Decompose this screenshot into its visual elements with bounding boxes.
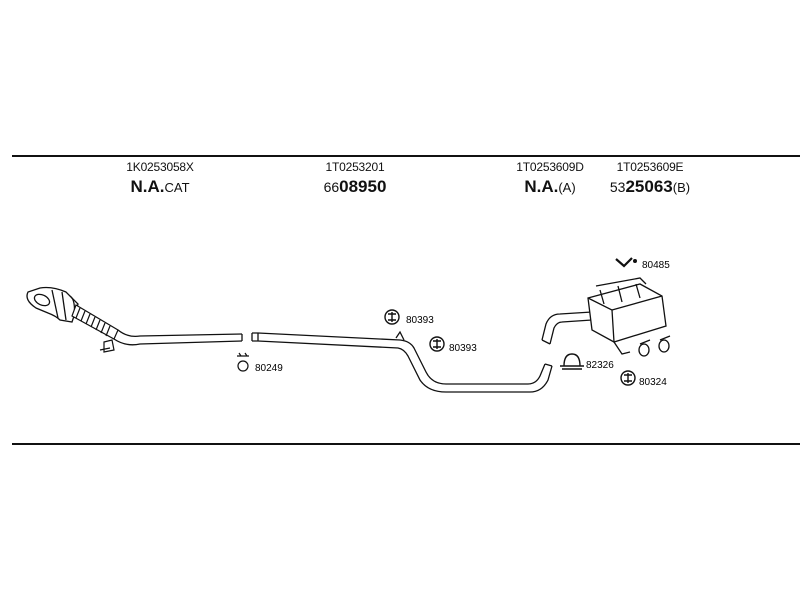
order-main: 25063 [625,177,673,196]
bracket-icon [99,339,115,353]
order-number: 5325063(B) [590,177,710,198]
order-main: N.A. [130,177,165,196]
middle-pipe [251,330,553,393]
column-catalytic-converter: 1K0253058X N.A.CAT [100,160,220,198]
column-rear-muffler-a: 1T0253609D N.A.(A) [490,160,610,198]
order-prefix: 53 [609,179,626,195]
callout-80485-label: 80485 [642,260,670,271]
flex-pipe-icon [71,304,119,340]
order-number: N.A.(A) [490,177,610,198]
order-main: 08950 [339,177,387,196]
callout-80249-label: 80249 [255,363,283,374]
order-prefix: 66 [323,179,340,195]
callout-80393-label-a: 80393 [406,315,434,326]
order-main: N.A. [524,177,559,196]
rubber-mount-80393-icon [384,309,400,325]
order-suffix: (A) [558,180,576,195]
callout-82326-label: 82326 [586,360,614,371]
front-pipe [113,329,243,346]
clamp-82326-icon [560,353,584,370]
part-number: 1K0253058X [126,160,194,174]
part-number: 1T0253201 [325,160,385,174]
callout-80393-label-b: 80393 [449,343,477,354]
callout-80324-label: 80324 [639,377,667,388]
catalytic-converter-icon [26,286,79,323]
column-middle-pipe: 1T0253201 6608950 [295,160,415,198]
rear-inlet-pipe [541,311,593,345]
rubber-mount-80324-icon [620,370,636,386]
part-number: 1T0253609D [516,160,584,174]
hanger-80485-icon [615,257,637,268]
mounting-ring-80249-icon [237,352,249,372]
rear-muffler-icon [587,277,671,357]
order-suffix: CAT [164,180,190,195]
order-suffix: (B) [672,180,691,195]
bottom-divider [12,443,800,445]
order-number: N.A.CAT [100,177,220,198]
order-number: 6608950 [295,177,415,198]
rubber-mount-80393-icon [429,336,445,352]
top-divider [12,155,800,157]
part-number: 1T0253609E [616,160,684,174]
column-rear-muffler-b: 1T0253609E 5325063(B) [590,160,710,198]
